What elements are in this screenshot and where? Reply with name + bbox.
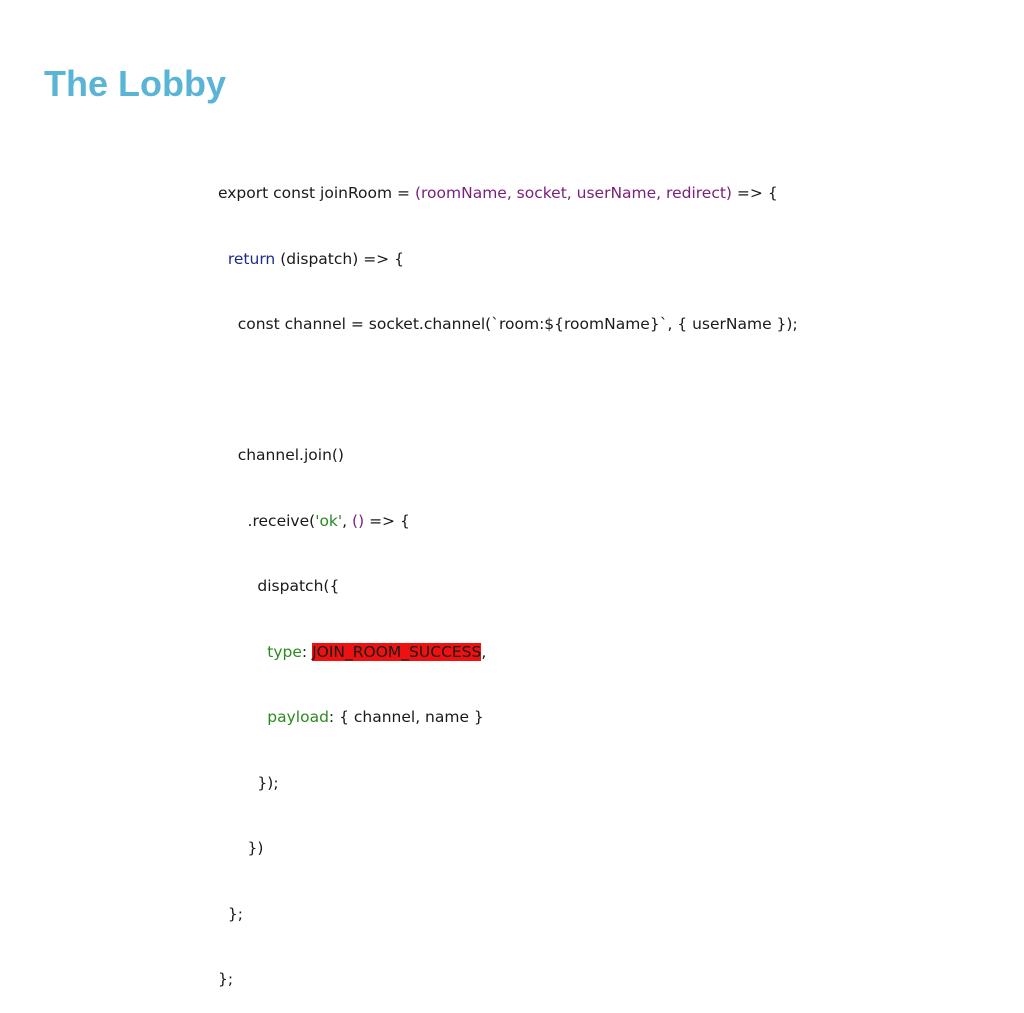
- code-indent: [218, 708, 267, 726]
- object-key-type: type: [267, 642, 302, 661]
- code-line-9: payload: { channel, name }: [218, 703, 938, 733]
- code-text: : { channel, name }: [328, 708, 484, 726]
- code-line-5: channel.join(): [218, 441, 938, 471]
- code-line-10: });: [218, 769, 938, 799]
- code-line-13: };: [218, 965, 938, 995]
- string-literal: 'ok': [315, 511, 343, 530]
- code-text: (dispatch) => {: [275, 249, 404, 268]
- code-line-11: }): [218, 834, 938, 864]
- code-text: });: [218, 773, 279, 792]
- code-line-7: dispatch({: [218, 572, 938, 602]
- code-line-12: };: [218, 900, 938, 930]
- code-text: };: [218, 904, 243, 923]
- code-line-8: type: JOIN_ROOM_SUCCESS,: [218, 638, 938, 668]
- code-text: :: [301, 642, 313, 661]
- code-text: export const joinRoom =: [218, 184, 415, 202]
- code-text: => {: [731, 184, 778, 202]
- return-keyword: return: [227, 249, 276, 268]
- highlighted-constant: JOIN_ROOM_SUCCESS: [312, 642, 482, 661]
- code-text: };: [218, 970, 234, 988]
- code-line-4: [218, 376, 938, 406]
- code-text: channel.join(): [218, 446, 344, 464]
- code-text: .receive(: [218, 511, 316, 530]
- code-line-1: export const joinRoom = (roomName, socke…: [218, 179, 938, 209]
- code-line-6: .receive('ok', () => {: [218, 507, 938, 537]
- code-line-2: return (dispatch) => {: [218, 245, 938, 275]
- code-indent: [218, 643, 267, 661]
- code-text: const channel = socket.channel(`room:${r…: [218, 315, 798, 333]
- code-line-3: const channel = socket.channel(`room:${r…: [218, 310, 938, 340]
- code-text: ,: [481, 642, 487, 661]
- code-text: => {: [364, 511, 410, 530]
- code-text: ,: [342, 511, 353, 530]
- function-params: (): [352, 511, 365, 530]
- function-params: (roomName, socket, userName, redirect): [414, 184, 732, 202]
- object-key-payload: payload: [267, 708, 329, 726]
- code-text: dispatch({: [218, 577, 340, 595]
- code-text: }): [218, 839, 264, 857]
- code-indent: [218, 250, 228, 268]
- slide-title: The Lobby: [44, 63, 226, 104]
- code-block: export const joinRoom = (roomName, socke…: [218, 143, 938, 1013]
